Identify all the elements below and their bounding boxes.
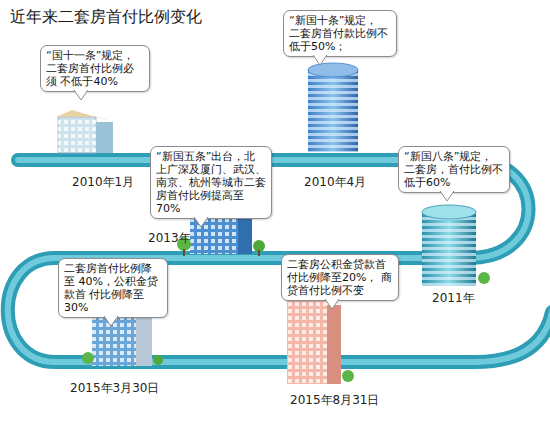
callout-text: “新国五条”出台，北 上广深及厦门、武汉、 南京、杭州等城市二套 房首付比例提高… (156, 150, 266, 215)
callout-text: “新国八条”规定， 二套房，首付比例不 低于60% (404, 150, 504, 189)
bubble-tail (440, 191, 454, 202)
building-front (92, 310, 136, 366)
date-label: 2011年 (432, 290, 475, 307)
bubble-tail-fill (325, 299, 339, 309)
bubble-tail (104, 316, 118, 327)
bubble-tail-fill (104, 316, 118, 326)
callout-bubble: “新国十条”规定， 二套房首付款比例不 低于50%； (283, 10, 397, 57)
bubble-tail-outline (104, 316, 118, 326)
bubble-tail (313, 55, 327, 66)
bubble-tail-outline (440, 191, 454, 201)
callout-bubble: “新国五条”出台，北 上广深及厦门、武汉、 南京、杭州等城市二套 房首付比例提高… (150, 146, 272, 219)
callout-bubble: “国十一条”规定， 二套房首付比例必须 不低于40% (40, 45, 150, 92)
building-side (136, 316, 152, 366)
tree (478, 272, 490, 284)
building-roof (56, 110, 113, 122)
date-label: 2015年3月30日 (70, 380, 159, 397)
chart-title: 近年来二套房首付比例变化 (10, 7, 202, 28)
bubble-tail-fill (313, 55, 327, 65)
callout-text: 二套房首付比例降至 40%，公积金贷款首 付比例降至30% (64, 262, 162, 314)
callout-bubble: “新国八条”规定， 二套房，首付比例不 低于60% (398, 146, 510, 193)
callout-bubble: 二套房首付比例降至 40%，公积金贷款首 付比例降至30% (58, 258, 168, 318)
bubble-tail-fill (194, 217, 208, 227)
date-label: 2013年 (148, 230, 191, 247)
building-windows (287, 298, 327, 384)
tree (82, 352, 94, 364)
tree-trunk (183, 249, 185, 256)
building-windows (92, 310, 136, 366)
tower-top (422, 205, 476, 219)
bubble-tail-outline (74, 90, 88, 100)
tower-body (308, 70, 358, 152)
callout-text: 二套房公积金贷款首 付比例降至20%， 商贷首付比例不变 (287, 258, 393, 297)
building-side (327, 305, 341, 384)
tower-top (308, 63, 358, 77)
tree (153, 355, 163, 365)
bubble-tail-outline (194, 217, 208, 227)
tower-body (422, 212, 476, 286)
tree (342, 370, 354, 382)
date-label: 2010年1月 (72, 174, 134, 191)
callout-text: “国十一条”规定， 二套房首付比例必须 不低于40% (46, 49, 144, 88)
tower-windows (422, 212, 476, 286)
building-front (58, 117, 96, 153)
bubble-tail-fill (74, 90, 88, 100)
building-windows (58, 117, 96, 153)
callout-bubble: 二套房公积金贷款首 付比例降至20%， 商贷首付比例不变 (281, 254, 399, 301)
tower-windows (308, 70, 358, 152)
bubble-tail (74, 90, 88, 101)
bubble-tail-outline (325, 299, 339, 309)
building-front (287, 298, 327, 384)
bubble-tail (194, 217, 208, 228)
bubble-tail-outline (313, 55, 327, 65)
callout-text: “新国十条”规定， 二套房首付款比例不 低于50%； (289, 14, 391, 53)
bubble-tail (325, 299, 339, 310)
bubble-tail-fill (440, 191, 454, 201)
tree-trunk (258, 250, 260, 256)
date-label: 2010年4月 (304, 174, 366, 191)
date-label: 2015年8月31日 (290, 392, 379, 409)
building-side (96, 122, 113, 153)
